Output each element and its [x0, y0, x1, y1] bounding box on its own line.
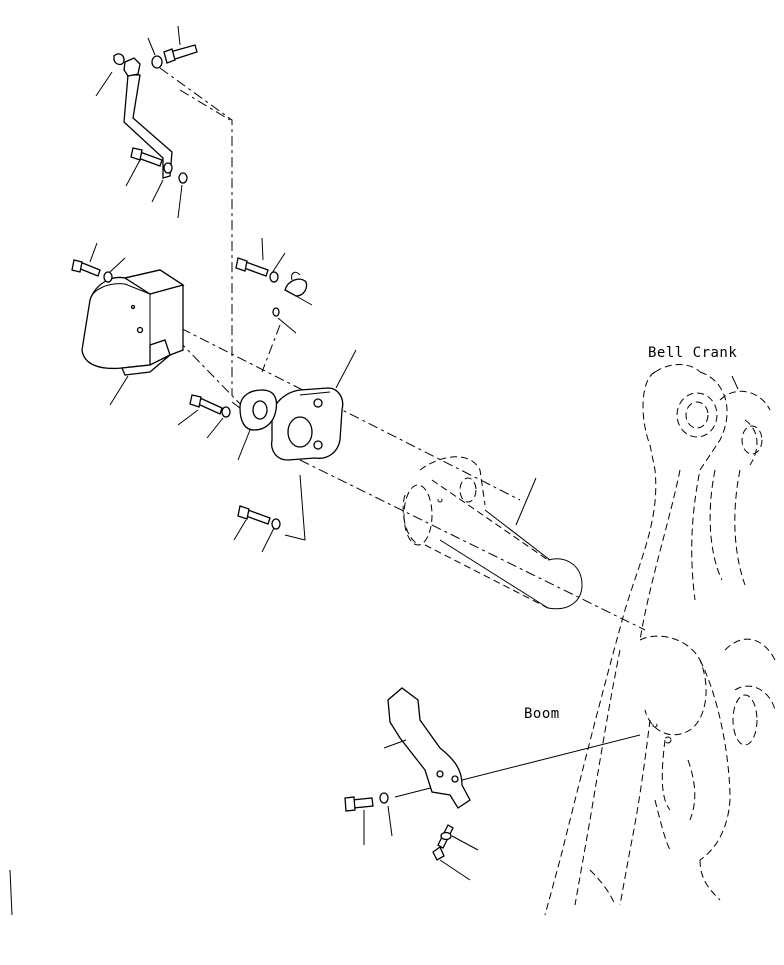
cover-bolt	[71, 259, 101, 277]
lower-bolt	[237, 505, 271, 525]
cover-bracket	[81, 269, 185, 376]
clip-bolt	[235, 257, 269, 277]
boom-outline	[574, 635, 776, 906]
link-rod-end-bolt	[113, 53, 125, 66]
stopper-plate	[387, 687, 471, 809]
rod-nut	[163, 162, 188, 184]
pin-outline	[402, 456, 583, 610]
assembly-centerlines	[124, 67, 646, 798]
sensor-washer	[221, 406, 231, 418]
bottom-bolt	[432, 824, 454, 861]
bell-crank-outline	[544, 364, 771, 916]
rod-bolt	[130, 147, 163, 167]
boom-label: Boom	[524, 706, 560, 722]
link-rod	[123, 57, 173, 179]
upper-washer	[151, 55, 163, 69]
bottom-washer	[440, 831, 452, 841]
leader-lines	[9, 25, 739, 916]
stopper-washer	[379, 792, 389, 804]
sensor-flange	[231, 389, 278, 431]
stopper-bolt	[344, 796, 374, 812]
clip-washer	[269, 271, 279, 283]
upper-bolt	[163, 44, 198, 64]
clip-screw	[272, 307, 280, 317]
cover-washer	[103, 271, 113, 283]
sensor-bracket-plate	[270, 387, 344, 461]
sensor-bolt	[189, 394, 223, 415]
bell-crank-label: Bell Crank	[648, 345, 737, 361]
harness-clip	[284, 271, 308, 297]
lower-washer	[271, 518, 281, 530]
